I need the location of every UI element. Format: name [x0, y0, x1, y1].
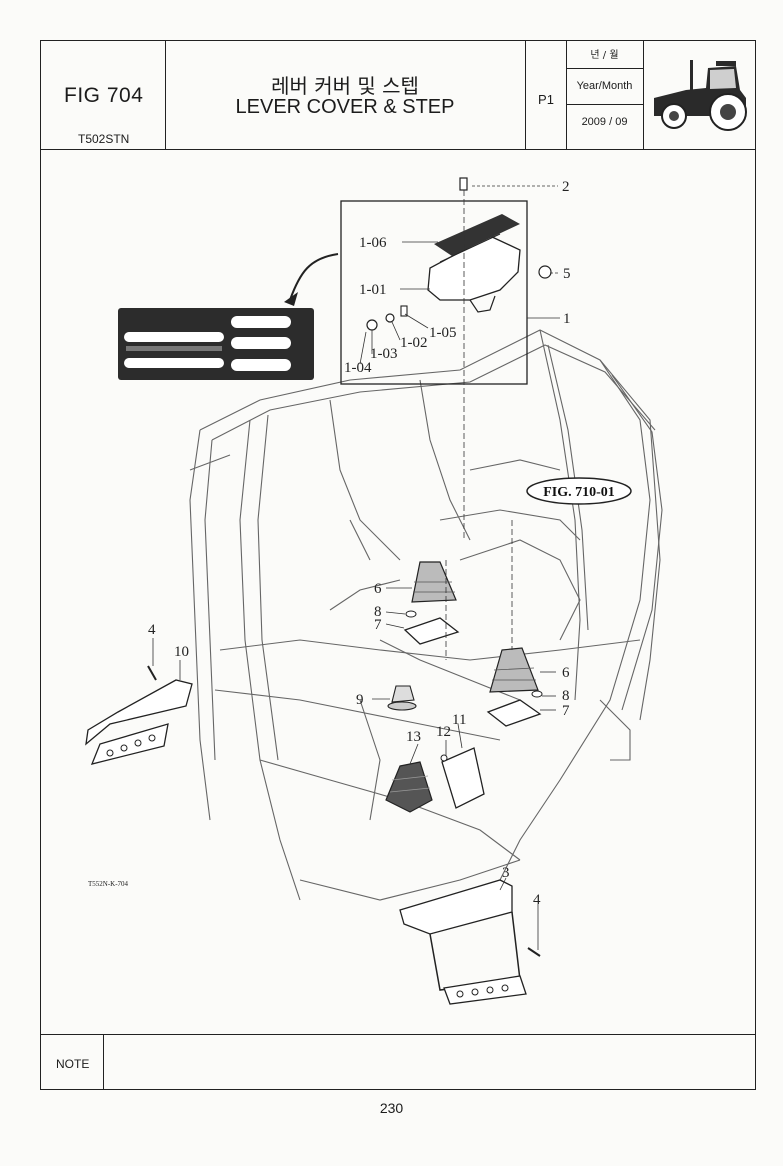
callout-label: 4: [533, 892, 541, 908]
page-indicator: P1: [538, 92, 554, 107]
boot-6-upper: [411, 561, 457, 603]
screw-8-upper: [405, 610, 417, 618]
callout-label: 6: [374, 581, 382, 597]
callout-label: 1: [563, 311, 571, 327]
callout-label: 1-06: [359, 235, 387, 251]
model-code: T502STN: [78, 132, 130, 146]
header-divider: [643, 40, 644, 150]
header-divider: [566, 68, 643, 69]
cab-frame: [189, 329, 663, 901]
plate-11: [441, 747, 485, 809]
title-english: LEVER COVER & STEP: [235, 96, 455, 118]
callout-label: 1-05: [429, 325, 457, 341]
header-divider: [525, 40, 526, 150]
figure-reference-badge: [526, 477, 632, 505]
decal-panel: [118, 308, 314, 380]
boot-6-lower: [489, 647, 539, 693]
plate-7-lower: [486, 699, 542, 727]
header-divider: [566, 104, 643, 105]
note-row: [40, 1034, 756, 1090]
callout-label: 1-03: [370, 346, 398, 362]
callout-label: 8: [562, 688, 570, 704]
decal-pointer: [289, 253, 339, 301]
callout-label: 10: [174, 644, 189, 660]
page-number: 230: [379, 1100, 404, 1116]
callout-label: 13: [406, 729, 421, 745]
page-frame: [40, 40, 756, 1090]
header-divider: [165, 40, 166, 150]
step-right: [399, 879, 527, 1005]
callout-label: 6: [562, 665, 570, 681]
lever-cover: [366, 177, 552, 331]
drawing-code: T552N-K-704: [88, 880, 129, 888]
callout-label: 8: [374, 604, 382, 620]
year-month-value: 2009 / 09: [581, 116, 628, 128]
figure-reference: FIG. 710-01: [543, 485, 615, 500]
callout-label: 7: [562, 703, 570, 719]
callout-label: 3: [502, 865, 510, 881]
note-label: NOTE: [56, 1057, 90, 1071]
header-divider: [566, 40, 567, 150]
title-korean: 레버 커버 및 스텝: [271, 74, 419, 98]
note-divider: [103, 1034, 104, 1090]
callout-label: 5: [563, 266, 571, 282]
boot-9: [387, 685, 417, 711]
header-block: [40, 40, 756, 150]
callout-label: 2: [562, 179, 570, 195]
plate-7-upper: [403, 617, 460, 645]
callout-label: 9: [356, 692, 364, 708]
inset-box: [340, 200, 528, 385]
screw-12: [440, 754, 448, 762]
callout-label: 7: [374, 617, 382, 633]
screw-8-lower: [531, 690, 543, 698]
fig-number: FIG 704: [64, 84, 144, 107]
callout-label: 4: [148, 622, 156, 638]
callout-label: 1-04: [344, 360, 372, 376]
tractor-icon: [654, 60, 747, 131]
boot-13: [385, 761, 433, 813]
year-month-korean: 년 / 월: [590, 50, 619, 61]
bolt-4-right: [527, 947, 541, 957]
bolt-4-left: [147, 665, 157, 681]
callout-label: 1-01: [359, 282, 387, 298]
step-left: [85, 679, 193, 765]
callout-label: 1-02: [400, 335, 428, 351]
callout-label: 12: [436, 724, 451, 740]
callout-label: 11: [452, 712, 466, 728]
year-month-label: Year/Month: [576, 80, 633, 92]
leader-lines: [152, 185, 560, 950]
